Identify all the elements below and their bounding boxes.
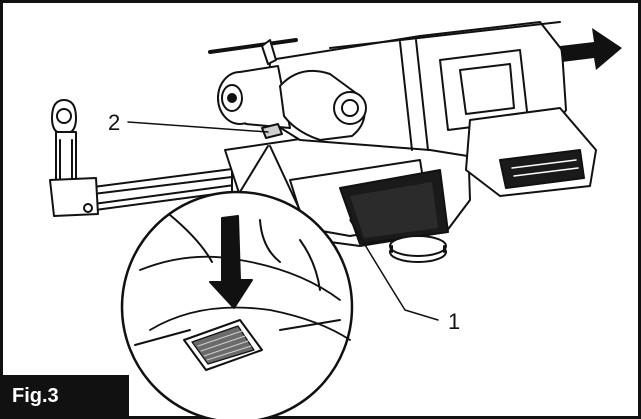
arrow-right-icon <box>560 28 622 70</box>
battery-pack <box>465 107 597 197</box>
release-button <box>261 123 283 139</box>
callout-2-label: 2 <box>108 110 120 135</box>
side-handle <box>208 38 367 141</box>
drill-chuck <box>217 65 291 129</box>
arrow-down-icon <box>209 215 253 309</box>
callout-1-label: 1 <box>448 309 460 334</box>
callout-1-leader <box>349 219 439 321</box>
callout-2-leader <box>127 121 269 133</box>
dust-nozzle <box>49 99 99 217</box>
figure-label: Fig.3 <box>2 375 129 417</box>
